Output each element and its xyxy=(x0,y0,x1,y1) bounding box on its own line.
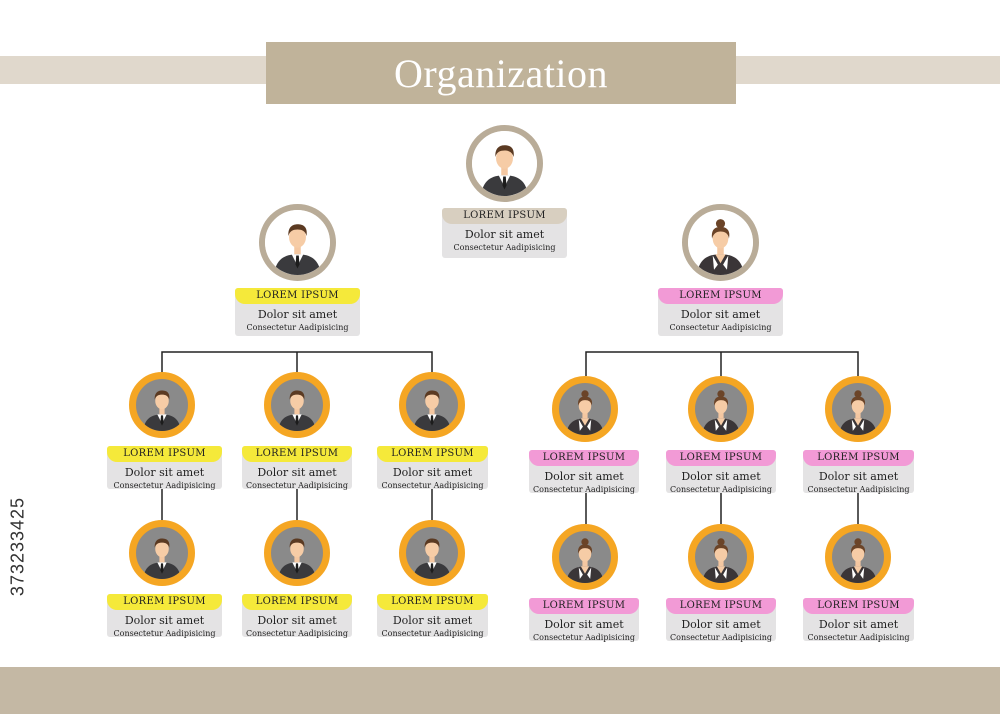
person-name: Dolor sit amet xyxy=(124,466,205,479)
person-name: Dolor sit amet xyxy=(257,466,337,479)
team-avatar xyxy=(399,520,465,586)
female-avatar-icon xyxy=(695,531,747,583)
team-avatar xyxy=(129,372,195,438)
person-desc: Consectetur Aadipisicing xyxy=(670,633,772,642)
team-avatar xyxy=(825,376,891,442)
title-banner: Organization xyxy=(266,42,736,104)
team-avatar xyxy=(552,376,618,442)
person-desc: Consectetur Aadipisicing xyxy=(113,629,216,638)
team-avatar xyxy=(399,372,465,438)
ceo-card: LOREM IPSUM Dolor sit amet Consectetur A… xyxy=(442,208,567,258)
team-card: LOREM IPSUM Dolor sit amet Consectetur A… xyxy=(242,446,352,490)
male-avatar-icon xyxy=(406,379,458,431)
role-label: LOREM IPSUM xyxy=(658,288,783,304)
team-avatar xyxy=(688,376,754,442)
role-label: LOREM IPSUM xyxy=(377,594,488,610)
role-label: LOREM IPSUM xyxy=(529,450,639,466)
team-card: LOREM IPSUM Dolor sit amet Consectetur A… xyxy=(377,594,488,638)
team-avatar xyxy=(688,524,754,590)
female-avatar-icon xyxy=(832,531,884,583)
person-name: Dolor sit amet xyxy=(392,466,473,479)
role-label: LOREM IPSUM xyxy=(803,450,914,466)
person-desc: Consectetur Aadipisicing xyxy=(246,481,348,490)
left-head-avatar xyxy=(259,204,336,281)
female-avatar-icon xyxy=(695,383,747,435)
person-desc: Consectetur Aadipisicing xyxy=(381,481,484,490)
role-label: LOREM IPSUM xyxy=(107,446,222,462)
person-name: Dolor sit amet xyxy=(544,618,624,631)
male-avatar-icon xyxy=(406,527,458,579)
role-label: LOREM IPSUM xyxy=(666,598,776,614)
person-desc: Consectetur Aadipisicing xyxy=(381,629,484,638)
person-name: Dolor sit amet xyxy=(257,614,337,627)
person-desc: Consectetur Aadipisicing xyxy=(246,323,349,332)
male-avatar-icon xyxy=(271,379,323,431)
female-avatar-icon xyxy=(559,531,611,583)
person-desc: Consectetur Aadipisicing xyxy=(113,481,216,490)
team-avatar xyxy=(825,524,891,590)
team-card: LOREM IPSUM Dolor sit amet Consectetur A… xyxy=(803,450,914,494)
person-name: Dolor sit amet xyxy=(681,470,761,483)
person-desc: Consectetur Aadipisicing xyxy=(807,633,910,642)
role-label: LOREM IPSUM xyxy=(242,446,352,462)
team-card: LOREM IPSUM Dolor sit amet Consectetur A… xyxy=(666,450,776,494)
team-avatar xyxy=(129,520,195,586)
person-name: Dolor sit amet xyxy=(464,228,545,241)
person-desc: Consectetur Aadipisicing xyxy=(246,629,348,638)
female-avatar-icon xyxy=(832,383,884,435)
person-desc: Consectetur Aadipisicing xyxy=(807,485,910,494)
team-card: LOREM IPSUM Dolor sit amet Consectetur A… xyxy=(666,598,776,642)
male-avatar-icon xyxy=(265,210,330,275)
team-card: LOREM IPSUM Dolor sit amet Consectetur A… xyxy=(107,594,222,638)
person-name: Dolor sit amet xyxy=(818,618,899,631)
team-avatar xyxy=(264,372,330,438)
team-card: LOREM IPSUM Dolor sit amet Consectetur A… xyxy=(242,594,352,638)
role-label: LOREM IPSUM xyxy=(666,450,776,466)
person-name: Dolor sit amet xyxy=(544,470,624,483)
team-card: LOREM IPSUM Dolor sit amet Consectetur A… xyxy=(107,446,222,490)
footer-band xyxy=(0,667,1000,714)
role-label: LOREM IPSUM xyxy=(803,598,914,614)
role-label: LOREM IPSUM xyxy=(377,446,488,462)
person-desc: Consectetur Aadipisicing xyxy=(453,243,556,252)
person-name: Dolor sit amet xyxy=(681,618,761,631)
person-desc: Consectetur Aadipisicing xyxy=(533,633,635,642)
role-label: LOREM IPSUM xyxy=(242,594,352,610)
female-avatar-icon xyxy=(559,383,611,435)
team-card: LOREM IPSUM Dolor sit amet Consectetur A… xyxy=(377,446,488,490)
person-desc: Consectetur Aadipisicing xyxy=(669,323,772,332)
male-avatar-icon xyxy=(136,379,188,431)
person-name: Dolor sit amet xyxy=(392,614,473,627)
ceo-avatar xyxy=(466,125,543,202)
left-head-card: LOREM IPSUM Dolor sit amet Consectetur A… xyxy=(235,288,360,336)
female-avatar-icon xyxy=(688,210,753,275)
role-label: LOREM IPSUM xyxy=(235,288,360,304)
team-avatar xyxy=(552,524,618,590)
team-card: LOREM IPSUM Dolor sit amet Consectetur A… xyxy=(529,450,639,494)
right-head-avatar xyxy=(682,204,759,281)
person-name: Dolor sit amet xyxy=(124,614,205,627)
team-card: LOREM IPSUM Dolor sit amet Consectetur A… xyxy=(803,598,914,642)
role-label: LOREM IPSUM xyxy=(529,598,639,614)
team-card: LOREM IPSUM Dolor sit amet Consectetur A… xyxy=(529,598,639,642)
team-avatar xyxy=(264,520,330,586)
page-title: Organization xyxy=(393,50,609,96)
person-desc: Consectetur Aadipisicing xyxy=(670,485,772,494)
person-desc: Consectetur Aadipisicing xyxy=(533,485,635,494)
male-avatar-icon xyxy=(136,527,188,579)
person-name: Dolor sit amet xyxy=(680,308,761,321)
person-name: Dolor sit amet xyxy=(818,470,899,483)
role-label: LOREM IPSUM xyxy=(442,208,567,224)
role-label: LOREM IPSUM xyxy=(107,594,222,610)
person-name: Dolor sit amet xyxy=(257,308,338,321)
right-head-card: LOREM IPSUM Dolor sit amet Consectetur A… xyxy=(658,288,783,336)
male-avatar-icon xyxy=(472,131,537,196)
male-avatar-icon xyxy=(271,527,323,579)
